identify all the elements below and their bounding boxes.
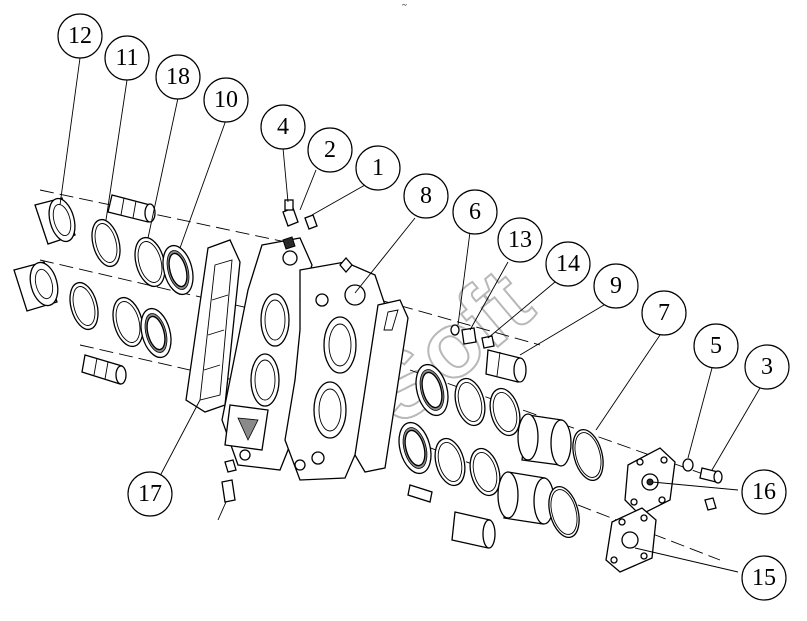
callout-16-label: 16 <box>752 479 776 505</box>
right-pistons <box>497 413 572 525</box>
callout-17: 17 <box>127 471 173 517</box>
callout-14-label: 14 <box>556 251 580 277</box>
callout-6-label: 6 <box>469 199 481 225</box>
o-rings-7 <box>548 428 604 539</box>
seal-rings-11 <box>69 218 121 331</box>
callout-18: 18 <box>155 54 201 100</box>
callout-17-label: 17 <box>138 481 162 507</box>
callout-7: 7 <box>641 290 687 336</box>
callout-3: 3 <box>744 344 790 390</box>
callout-15: 15 <box>741 555 787 601</box>
guide-pins-18 <box>81 194 156 385</box>
rings-18-10 <box>112 236 194 359</box>
callout-10-label: 10 <box>214 87 238 113</box>
guide-pin-9 <box>485 349 527 383</box>
callout-7-label: 7 <box>658 300 670 326</box>
callout-3-label: 3 <box>761 354 773 380</box>
top-mark: ~ <box>402 0 407 10</box>
callout-13-label: 13 <box>508 227 532 253</box>
end-cover-16 <box>624 447 676 516</box>
callout-8: 8 <box>403 173 449 219</box>
screws-5-3 <box>682 458 723 511</box>
callout-14: 14 <box>545 241 591 287</box>
callout-9-label: 9 <box>610 273 622 299</box>
right-seal-rings <box>398 363 521 497</box>
bleeder-fittings <box>217 199 318 521</box>
callout-4-label: 4 <box>277 114 289 140</box>
piston-12-lower <box>13 261 59 312</box>
small-fittings-6-13-14 <box>450 324 495 349</box>
callout-1-label: 1 <box>372 155 384 181</box>
callout-8-label: 8 <box>420 183 432 209</box>
callout-13: 13 <box>497 217 543 263</box>
callout-4: 4 <box>260 104 306 150</box>
end-cover-15 <box>605 507 657 573</box>
callout-6: 6 <box>452 189 498 235</box>
callout-2: 2 <box>307 127 353 173</box>
callout-16: 16 <box>741 469 787 515</box>
callout-12: 12 <box>57 13 103 59</box>
callout-1: 1 <box>355 145 401 191</box>
lower-fittings <box>407 484 496 549</box>
callout-2-label: 2 <box>324 137 336 163</box>
callout-10: 10 <box>203 77 249 123</box>
callout-11: 11 <box>104 35 150 81</box>
callout-12-label: 12 <box>68 23 92 49</box>
piston-12-upper <box>34 197 76 245</box>
callout-15-label: 15 <box>752 565 776 591</box>
callout-5-label: 5 <box>710 333 722 359</box>
retaining-clip-8 <box>354 299 409 473</box>
callout-9: 9 <box>593 263 639 309</box>
callout-18-label: 18 <box>166 64 190 90</box>
leader-lines <box>59 57 761 573</box>
callout-11-label: 11 <box>115 45 138 71</box>
callout-5: 5 <box>693 323 739 369</box>
